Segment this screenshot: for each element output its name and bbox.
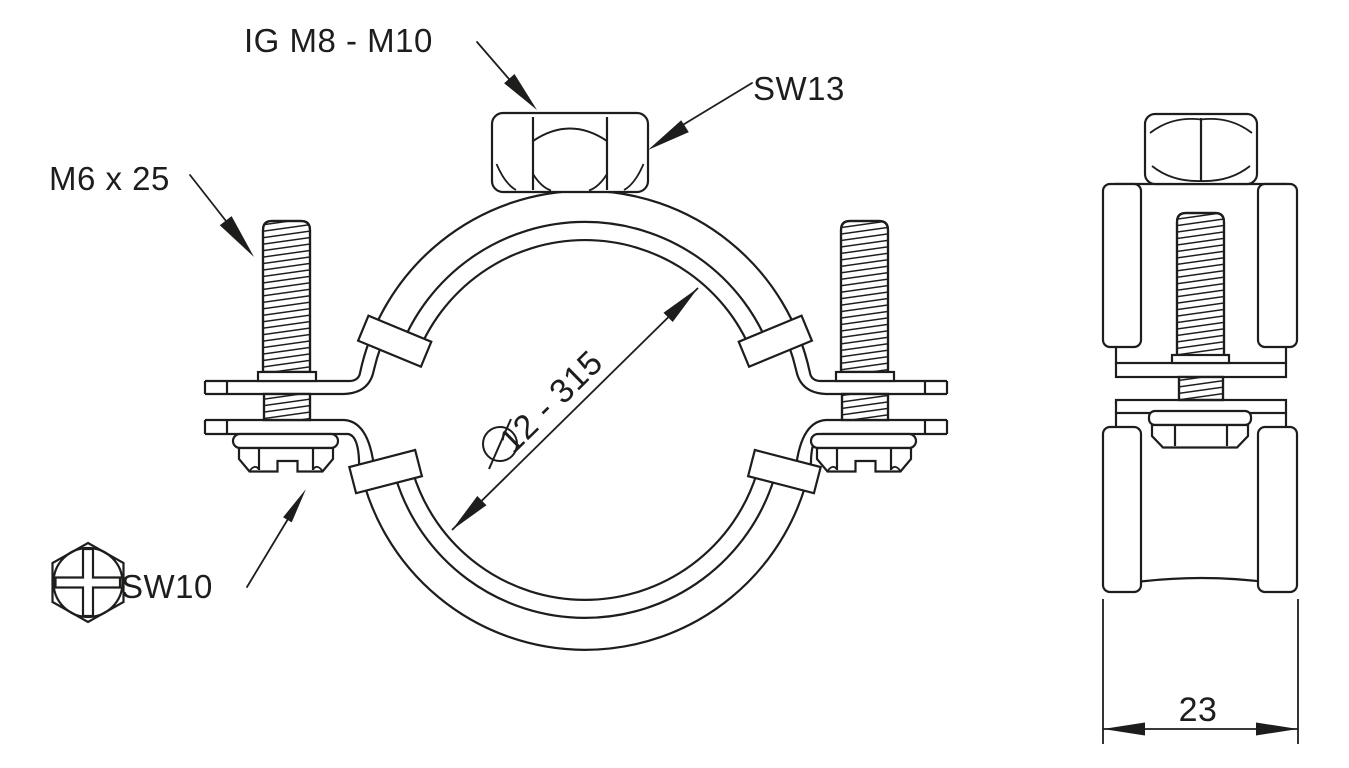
internal-thread-arrow: [476, 41, 537, 110]
phillips-hex-head-detail: [51, 541, 125, 624]
diameter-symbol: [482, 418, 518, 470]
sw13-arrow: [648, 82, 753, 150]
rubber-cap-lower-left: [347, 448, 424, 495]
phillips-cross: [54, 547, 122, 618]
left-flange-details: [203, 381, 229, 434]
upper-rubber-outer-arc: [397, 220, 773, 353]
lower-rubber-outer-arc: [394, 477, 776, 619]
label-internal-thread: IG M8 - M10: [244, 22, 433, 59]
side-rubber-pads: [1101, 182, 1299, 594]
left-screw: [231, 219, 340, 473]
right-screw-washer: [809, 432, 918, 450]
upper-rubber-inner-arc: [414, 238, 756, 359]
right-screw-collar: [834, 370, 896, 383]
side-view: [1101, 112, 1299, 594]
upper-band-inner-edge-right: [787, 345, 947, 396]
width-arrowhead-right: [1256, 722, 1298, 736]
label-width: 23: [1179, 691, 1218, 729]
width-arrowhead-left: [1103, 722, 1145, 736]
left-screw-collar: [256, 370, 318, 383]
diameter-dimension-line: [451, 287, 699, 531]
extension-lines: [1102, 599, 1299, 744]
m6-screw-arrow: [189, 174, 254, 257]
right-flange-details: [923, 381, 949, 434]
label-screw: M6 x 25: [49, 160, 170, 197]
hex-nut-side: [1143, 112, 1259, 186]
rubber-cap-lower-right: [746, 448, 823, 495]
right-screw: [809, 219, 918, 473]
label-head-wrench: SW10: [121, 568, 213, 605]
lower-rubber-inner-arc: [411, 472, 759, 601]
left-screw-washer: [231, 432, 340, 450]
side-rubber-lower-right: [1256, 425, 1299, 594]
diameter-arrowhead-lower: [452, 496, 487, 530]
hex-nut-front: [490, 111, 650, 194]
side-screw-collar: [1170, 353, 1231, 365]
side-upper-flange: [1114, 361, 1288, 379]
width-dimension: 23: [1102, 599, 1299, 744]
side-rubber-upper-right: [1256, 182, 1299, 349]
rubber-cap-upper-right: [737, 314, 814, 369]
side-rubber-upper-left: [1101, 182, 1143, 349]
label-nut-wrench: SW13: [753, 70, 845, 107]
right-screw-hex-head: [815, 446, 913, 473]
hex-outline: [51, 541, 125, 624]
rubber-end-caps: [347, 314, 823, 495]
left-screw-hex-head: [237, 446, 335, 473]
sw10-arrow: [246, 489, 306, 588]
upper-band-inner-edge-left: [205, 345, 383, 396]
label-clamp-range: 12 - 315: [492, 343, 610, 460]
side-rubber-lower-left: [1101, 425, 1143, 594]
side-screw-washer: [1147, 409, 1253, 427]
side-screw-hex-head: [1150, 423, 1250, 449]
diameter-dimension: 12 - 315: [451, 287, 699, 531]
leader-arrows: [189, 41, 753, 588]
rubber-cap-upper-left: [356, 314, 433, 369]
front-view: [203, 111, 949, 651]
diameter-arrowhead-upper: [663, 288, 698, 322]
text-labels: IG M8 - M10 SW13 M6 x 25 SW10: [49, 22, 845, 605]
